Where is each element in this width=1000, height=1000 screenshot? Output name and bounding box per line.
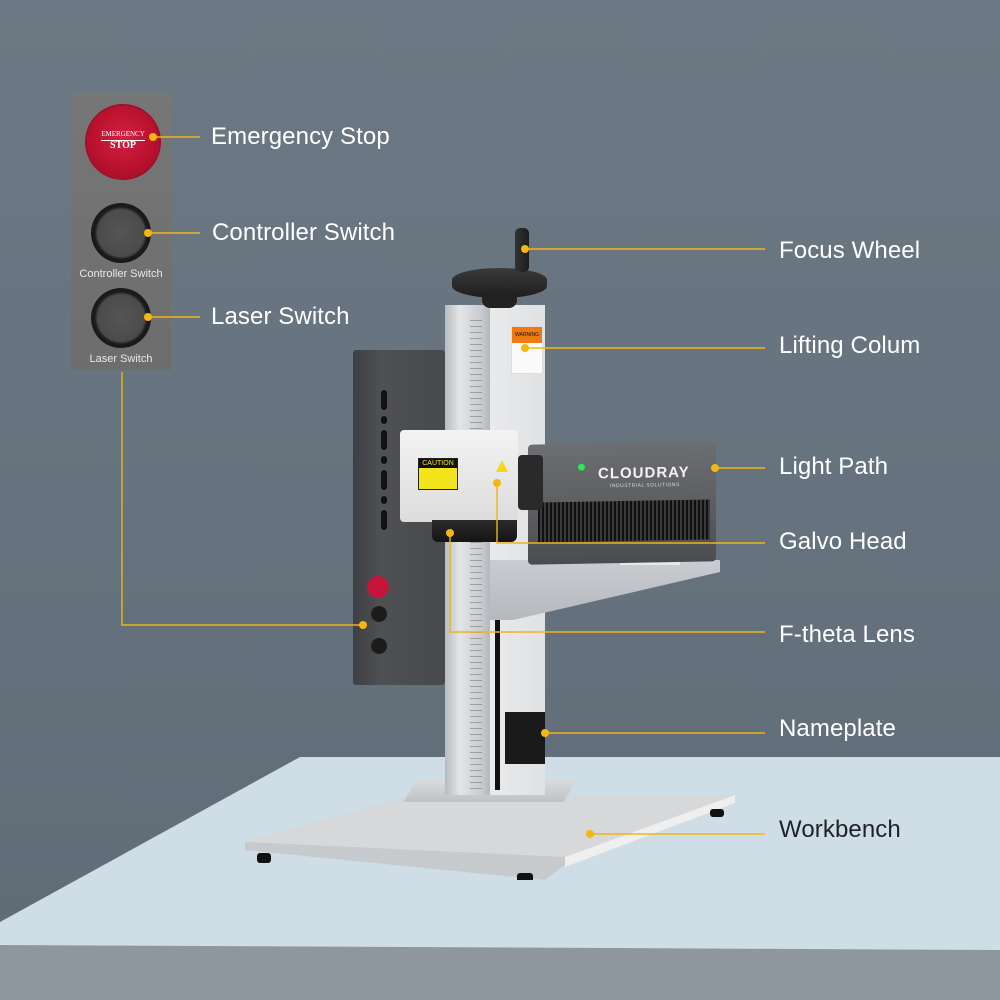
callout-workbench: Workbench <box>779 816 901 843</box>
laser-hazard-icon <box>496 460 508 472</box>
vent-slot <box>381 456 387 464</box>
focus-wheel-hub <box>482 292 517 308</box>
laser-switch-knob-inset <box>91 288 151 348</box>
vent-slot <box>381 510 387 530</box>
f-theta-lens <box>432 520 517 542</box>
caution-sticker: CAUTION <box>418 458 458 490</box>
callout-nameplate: Nameplate <box>779 715 896 742</box>
vent-slot <box>381 496 387 504</box>
controller-switch-knob-inset <box>91 203 151 263</box>
galvo-head: CAUTION <box>400 430 518 522</box>
callout-galvo-head: Galvo Head <box>779 528 907 555</box>
emergency-stop-button-inset: EMERGENCY STOP <box>87 106 159 178</box>
warning-sticker-header: WARNING <box>512 327 542 343</box>
vent-slot <box>381 390 387 410</box>
laser-switch-caption: Laser Switch <box>89 353 153 365</box>
emergency-stop-button[interactable] <box>367 576 389 598</box>
callout-laser-switch: Laser Switch <box>211 303 350 330</box>
vent-slot <box>381 470 387 490</box>
vent-slot <box>381 430 387 450</box>
callout-lifting-colum: Lifting Colum <box>779 332 921 359</box>
workbench-plate <box>245 795 735 883</box>
column-slot <box>495 565 500 790</box>
vent-slot <box>381 416 387 424</box>
galvo-coupler <box>518 455 543 510</box>
controller-switch-caption: Controller Switch <box>79 268 163 280</box>
nameplate-plate <box>505 712 545 764</box>
laser-switch-button[interactable] <box>371 638 387 654</box>
callout-f-theta-lens: F-theta Lens <box>779 621 915 648</box>
callout-light-path: Light Path <box>779 453 889 480</box>
callout-emergency-stop: Emergency Stop <box>211 123 390 150</box>
callout-controller-switch: Controller Switch <box>212 219 396 246</box>
callout-focus-wheel: Focus Wheel <box>779 237 921 264</box>
controller-switch-button[interactable] <box>371 606 387 622</box>
estop-text: EMERGENCY STOP <box>101 130 145 151</box>
